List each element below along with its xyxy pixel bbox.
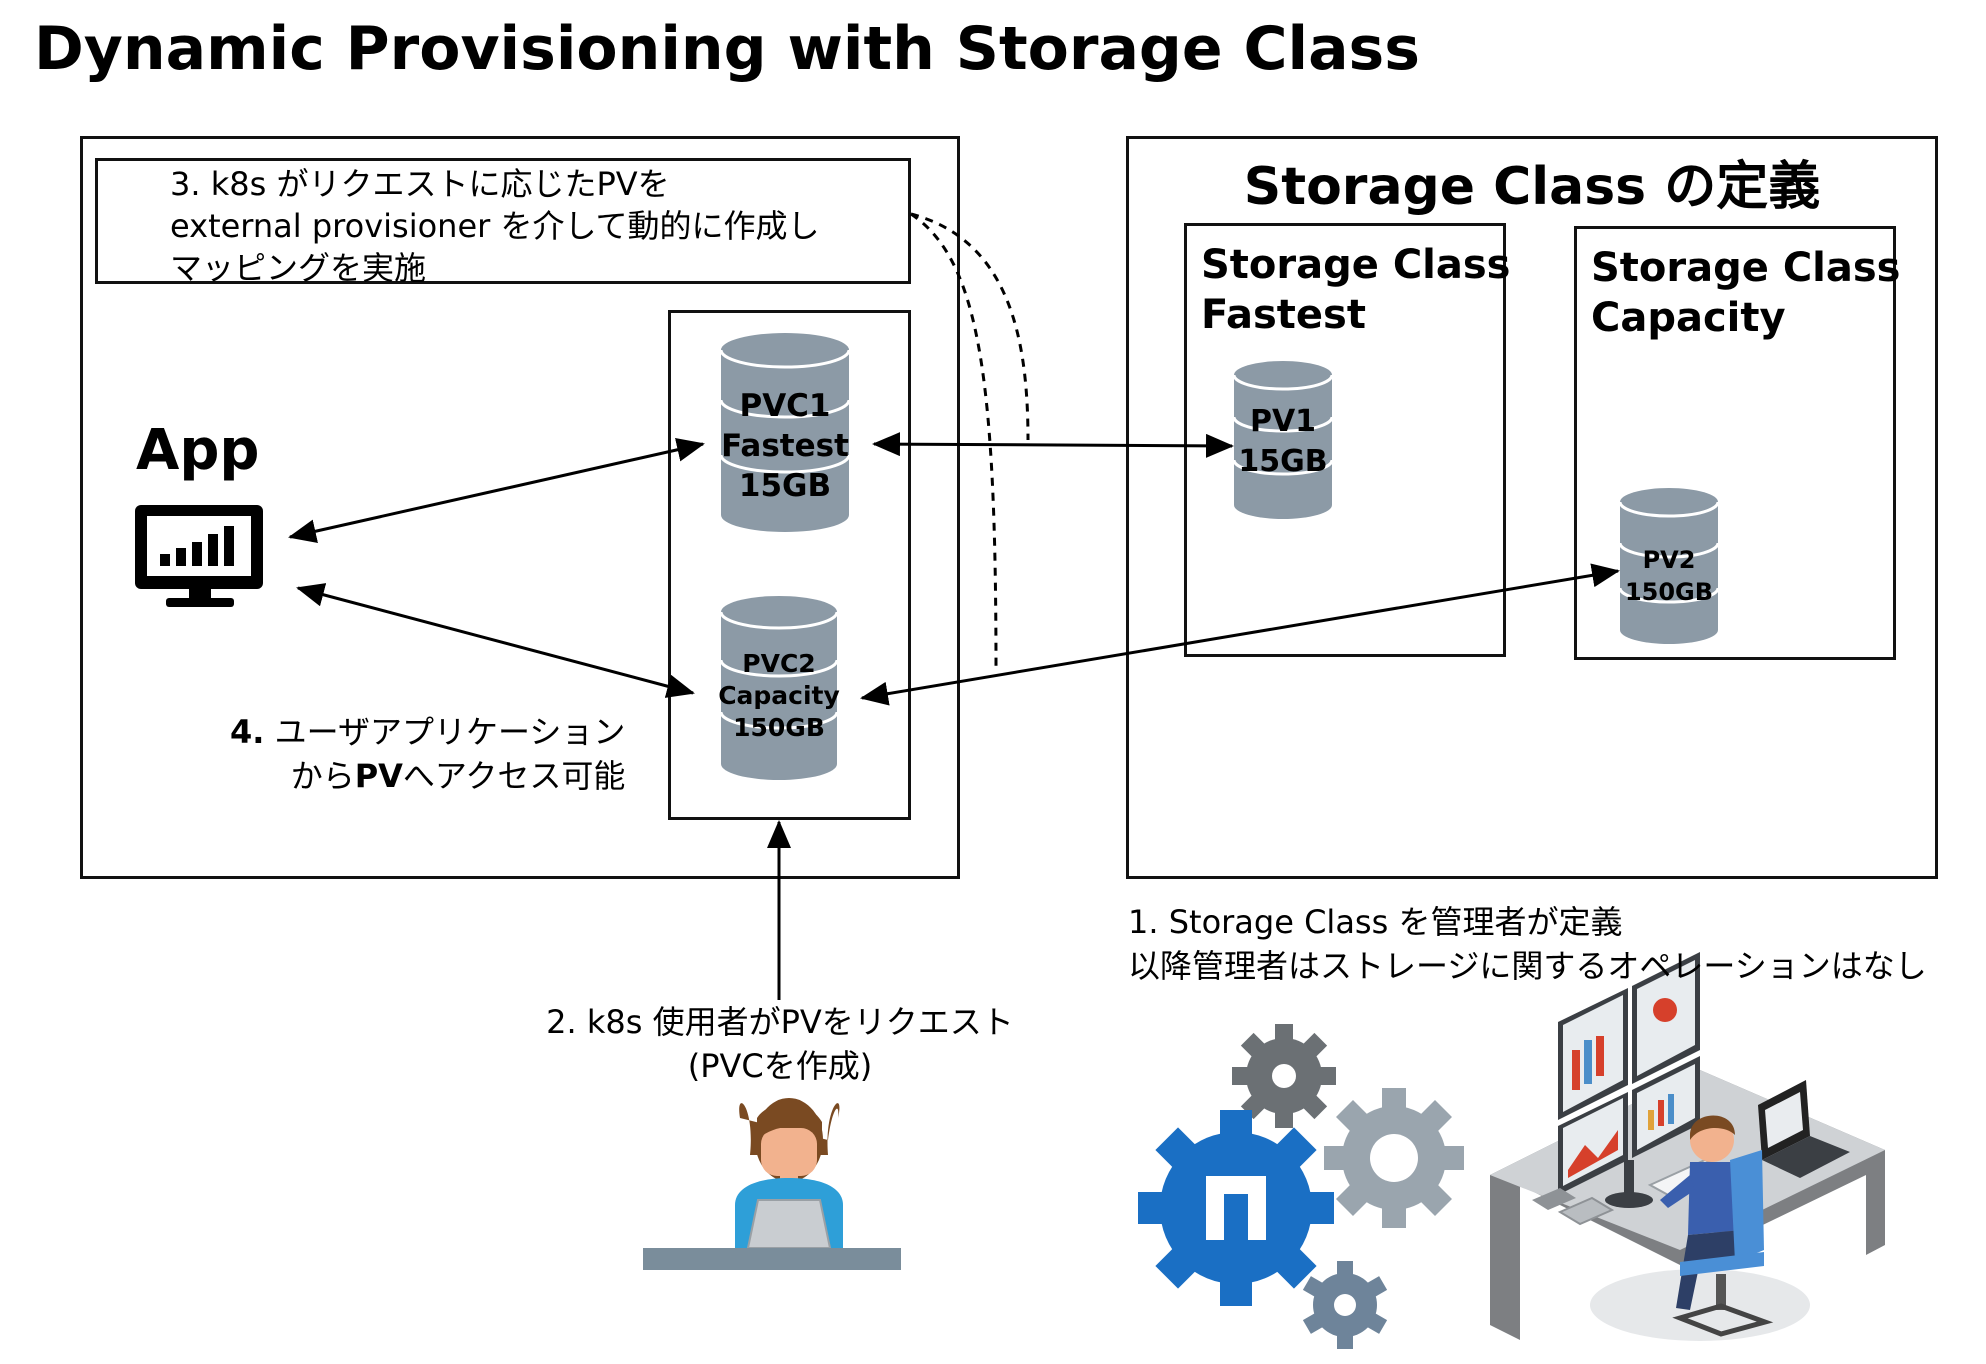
step2-text: 2. k8s 使用者がPVをリクエスト (PVCを作成) — [520, 1000, 1040, 1088]
pv2-size: 150GB — [1624, 578, 1714, 606]
pvc1-size: 15GB — [738, 468, 832, 504]
pvc1-class: Fastest — [721, 428, 849, 464]
storage-class-title: Storage Class の定義 — [1243, 157, 1821, 217]
step2-line1: 2. k8s 使用者がPVをリクエスト — [546, 1003, 1014, 1041]
step4-text: 4. ユーザアプリケーション からPVへアクセス可能 — [230, 710, 625, 798]
storage-class-box — [1126, 136, 1938, 879]
monitor-chart-icon — [135, 505, 263, 607]
step3-text: 3. k8s がリクエストに応じたPVを external provisione… — [170, 163, 820, 289]
pvc1-label: PVC1 Fastest 15GB — [715, 386, 855, 506]
sc-capacity-line1: Storage Class — [1591, 245, 1901, 291]
step3-box: 3. k8s がリクエストに応じたPVを external provisione… — [95, 158, 911, 287]
step4-line2-pre: から — [290, 757, 355, 795]
k8s-cluster-box — [80, 136, 960, 879]
pv1-cylinder-icon — [1232, 361, 1334, 519]
storage-class-fastest-title: Storage Class Fastest — [1201, 240, 1511, 340]
pvc2-label: PVC2 Capacity 150GB — [709, 648, 849, 744]
pv1-size: 15GB — [1238, 444, 1328, 479]
step4-number: 4. — [230, 713, 265, 751]
arrow-pvc1-pv1 — [872, 432, 1234, 458]
storage-class-capacity-title: Storage Class Capacity — [1591, 243, 1901, 343]
pvc1-cylinder-icon — [719, 333, 851, 532]
provisioner-dashed-curve-inner — [910, 212, 998, 673]
pvc2-class: Capacity — [718, 681, 840, 710]
pvc1-name: PVC1 — [739, 388, 831, 424]
storage-class-capacity-box: Storage Class Capacity — [1574, 226, 1901, 660]
pv2-label: PV2 150GB — [1614, 544, 1724, 608]
step3-line2: external provisioner を介して動的に作成し — [170, 207, 820, 245]
step4-line2-post: へアクセス可能 — [402, 757, 626, 795]
step3-line3: マッピングを実施 — [170, 249, 427, 287]
sc-fastest-line1: Storage Class — [1201, 242, 1511, 288]
step1-line2: 以降管理者はストレージに関するオペレーションはなし — [1128, 947, 1927, 985]
provisioner-dashed-curve-outer — [910, 212, 1030, 441]
pv2-name: PV2 — [1642, 546, 1696, 574]
step2-line2: (PVCを作成) — [687, 1047, 873, 1085]
pvc2-name: PVC2 — [742, 649, 816, 678]
pv1-name: PV1 — [1249, 404, 1317, 439]
arrow-pvc2-pv2 — [860, 563, 1620, 706]
page-title: Dynamic Provisioning with Storage Class — [34, 14, 1420, 84]
step1-line1: 1. Storage Class を管理者が定義 — [1128, 903, 1623, 941]
step4-line2-bold: PV — [354, 757, 403, 795]
step3-line1: 3. k8s がリクエストに応じたPVを — [170, 165, 670, 203]
arrow-app-pvc1 — [288, 438, 705, 543]
gears-icon — [1138, 1024, 1464, 1349]
woman-laptop-icon — [643, 1098, 901, 1270]
step4-line1: 4. ユーザアプリケーション — [230, 710, 625, 754]
pv1-label: PV1 15GB — [1228, 402, 1338, 482]
app-label: App — [136, 418, 260, 483]
sc-fastest-line2: Fastest — [1201, 292, 1366, 338]
step4-line2: からPVへアクセス可能 — [230, 754, 626, 798]
pv2-cylinder-icon — [1618, 488, 1720, 644]
pvc2-size: 150GB — [733, 713, 825, 742]
pvc2-cylinder-icon — [719, 596, 839, 780]
sc-capacity-line2: Capacity — [1591, 295, 1786, 341]
step1-text: 1. Storage Class を管理者が定義 以降管理者はストレージに関する… — [1128, 900, 1927, 988]
admin-workstation-icon — [1490, 952, 1885, 1341]
step4-line1-text: ユーザアプリケーション — [264, 713, 626, 751]
arrow-app-pvc2 — [296, 583, 695, 698]
